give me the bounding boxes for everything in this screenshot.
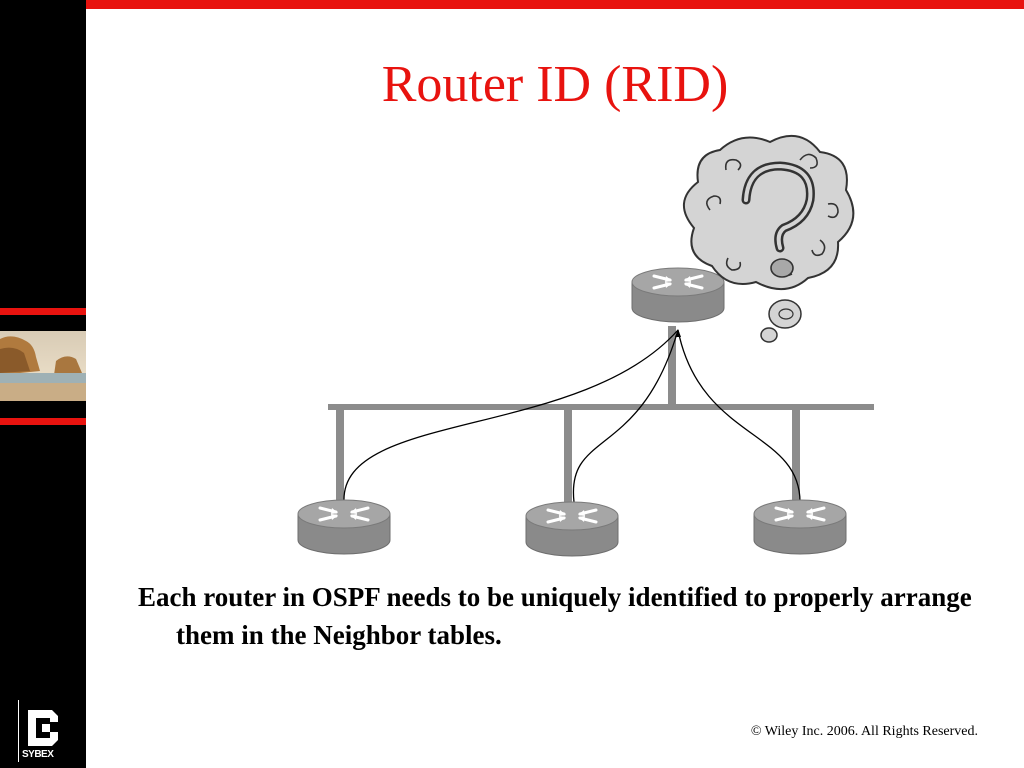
sybex-logo-icon bbox=[18, 700, 58, 762]
sidebar-stripe-upper bbox=[0, 308, 86, 315]
sidebar-stripe-lower bbox=[0, 418, 86, 425]
coastline-photo bbox=[0, 331, 86, 401]
ospf-network-diagram bbox=[296, 134, 874, 558]
sidebar: SYBEX bbox=[0, 0, 86, 768]
lan-cabling bbox=[328, 326, 874, 504]
body-paragraph: Each router in OSPF needs to be uniquely… bbox=[138, 582, 972, 650]
top-accent-bar bbox=[0, 0, 1024, 9]
logo-wordmark: SYBEX bbox=[22, 749, 54, 760]
thought-cloud-icon bbox=[683, 134, 855, 343]
copyright-footer: © Wiley Inc. 2006. All Rights Reserved. bbox=[750, 724, 978, 739]
question-mark-icon bbox=[741, 161, 815, 278]
router-icon bbox=[296, 498, 392, 556]
neighbor-links bbox=[343, 329, 801, 503]
router-icon bbox=[752, 498, 848, 556]
router-icon bbox=[524, 500, 620, 558]
router-icon bbox=[630, 266, 726, 324]
slide-title: Router ID (RID) bbox=[381, 56, 729, 113]
